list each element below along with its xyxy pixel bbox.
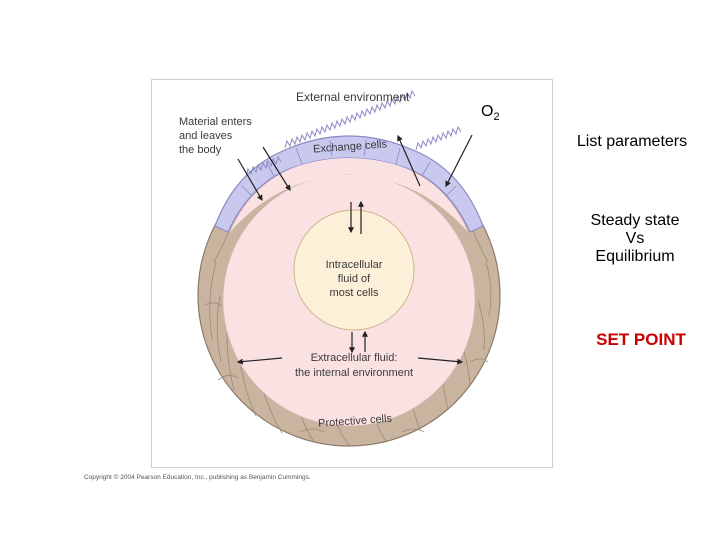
exchange-cells-label: Exchange cells	[313, 138, 388, 155]
o2-subscript: 2	[493, 111, 500, 124]
exchange-arrows	[237, 134, 473, 202]
steady-state-vs-equilibrium: Steady state Vs Equilibrium	[580, 212, 690, 266]
intracellular-line-2: fluid of	[338, 273, 371, 285]
o2-symbol: O	[481, 103, 494, 120]
list-parameters-note: List parameters	[576, 133, 688, 150]
equilibrium-text: Equilibrium	[595, 248, 675, 265]
protective-cells-label: Protective cells	[318, 413, 393, 430]
material-label-line-3: the body	[179, 144, 222, 156]
set-point-note: SET POINT	[596, 330, 686, 349]
material-label-line-2: and leaves	[179, 130, 233, 142]
intracellular-cell	[293, 209, 415, 331]
copyright-notice: Copyright © 2004 Pearson Education, Inc.…	[84, 474, 311, 481]
extracellular-line-1: Extracellular fluid:	[311, 352, 398, 364]
material-label-line-1: Material enters	[179, 116, 252, 128]
exchange-fringe	[245, 89, 462, 177]
cell-exchange-arrows	[348, 200, 368, 354]
steady-state-text: Steady state	[590, 212, 680, 229]
intracellular-line-3: most cells	[330, 287, 379, 299]
intracellular-line-1: Intracellular	[326, 259, 383, 271]
external-environment-label: External environment	[296, 90, 410, 104]
vs-text: Vs	[625, 230, 645, 247]
extracellular-line-2: the internal environment	[295, 367, 413, 379]
exchange-cell-layer	[214, 135, 484, 233]
exchange-cell-boundaries	[241, 139, 457, 197]
o2-label: O2	[481, 103, 500, 123]
extracellular-top-fill	[230, 158, 468, 232]
extracellular-arrows	[236, 357, 464, 365]
